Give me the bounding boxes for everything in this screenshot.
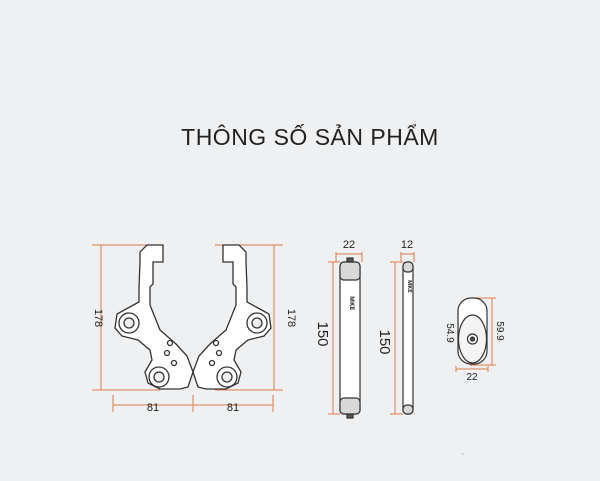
- thick-bar-length-label: 150: [314, 321, 331, 346]
- left-bracket: [114, 244, 194, 390]
- spacer-outer-label: 59.9: [494, 321, 505, 341]
- left-bracket-width-label: 81: [147, 402, 159, 414]
- spacer-inner-label: 54.9: [444, 323, 455, 343]
- thick-bar-logo: ᴍᴋᴇ: [348, 296, 357, 310]
- right-bracket: [192, 244, 272, 390]
- corner-mark: ·.: [461, 451, 465, 457]
- left-bracket-height-label: 178: [92, 309, 104, 327]
- thin-bar-logo: ᴍᴋᴇ: [406, 280, 413, 293]
- page-title: THÔNG SỐ SẢN PHẨM: [181, 124, 439, 150]
- thick-bar-width-label: 22: [343, 239, 355, 251]
- spacer-width-label: 22: [466, 372, 478, 383]
- right-bracket-height-label: 178: [285, 309, 297, 327]
- thin-bar-width-label: 12: [401, 239, 413, 251]
- right-bracket-width-label: 81: [227, 402, 239, 414]
- thin-bar: ᴍᴋᴇ: [402, 261, 414, 415]
- spacer: [457, 297, 488, 365]
- thin-bar-length-label: 150: [376, 329, 393, 354]
- thick-bar: ᴍᴋᴇ: [339, 257, 361, 419]
